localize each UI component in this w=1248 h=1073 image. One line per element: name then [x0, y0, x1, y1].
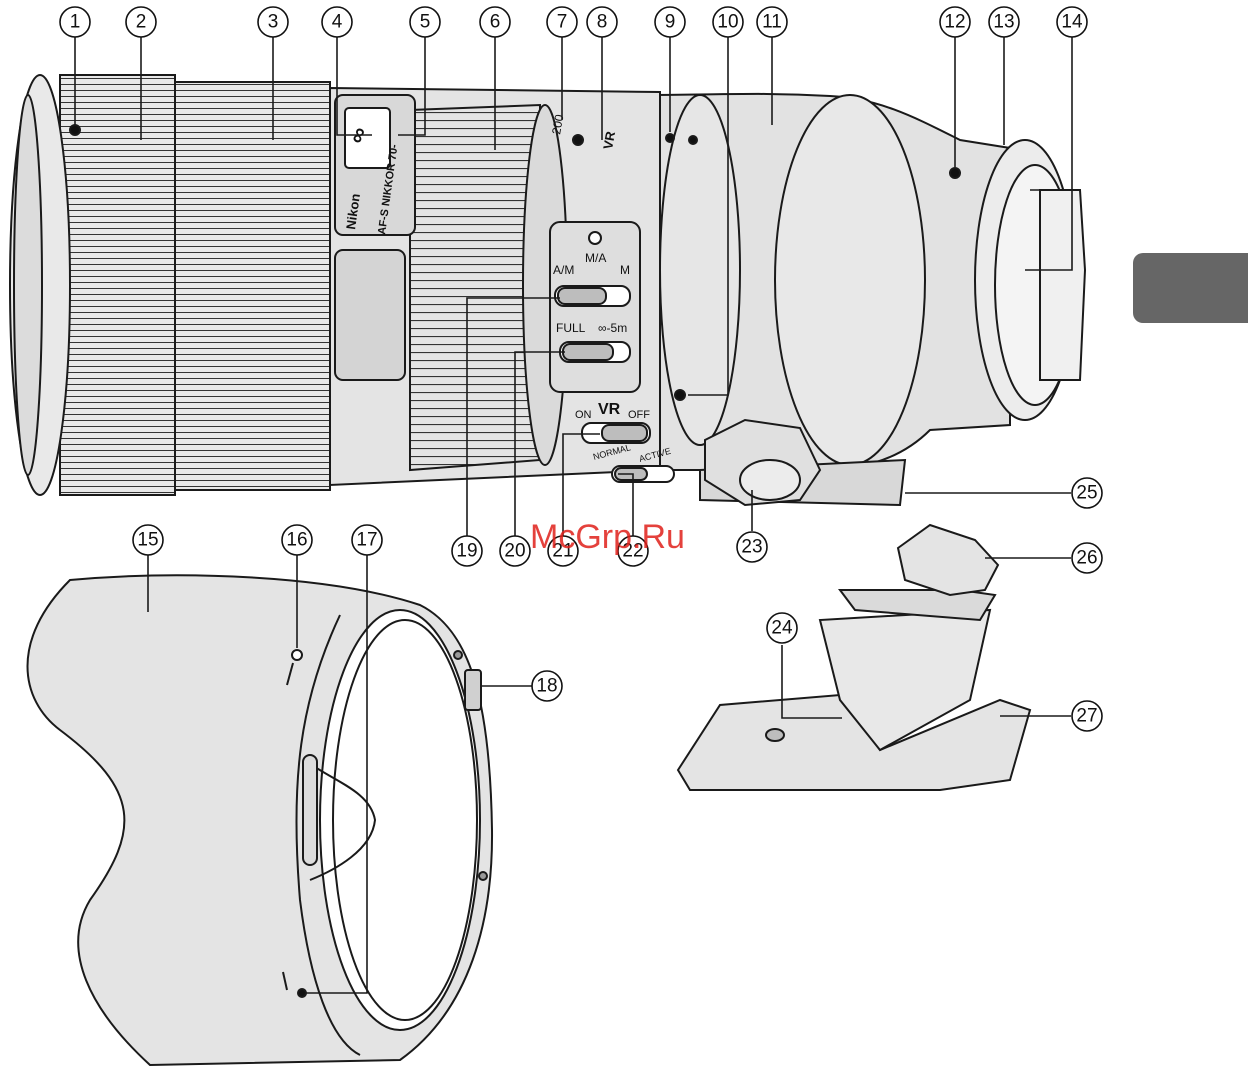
watermark-text: McGrp.Ru — [530, 518, 685, 556]
focus-limit-5m: ∞-5m — [598, 321, 627, 335]
svg-text:10: 10 — [717, 12, 738, 33]
svg-text:11: 11 — [762, 12, 782, 33]
svg-text:9: 9 — [665, 12, 676, 33]
callout-12: 12 — [940, 7, 970, 37]
callout-14: 14 — [1057, 7, 1087, 37]
callout-10: 10 — [713, 7, 743, 37]
lens-body — [10, 75, 1085, 505]
svg-text:6: 6 — [490, 12, 501, 33]
svg-text:8: 8 — [597, 12, 608, 33]
svg-text:18: 18 — [536, 676, 557, 697]
svg-text:3: 3 — [268, 12, 279, 33]
callout-5: 5 — [410, 7, 440, 37]
callout-19: 19 — [452, 536, 482, 566]
svg-text:13: 13 — [993, 12, 1014, 33]
callout-20: 20 — [500, 536, 530, 566]
callout-7: 7 — [547, 7, 577, 37]
svg-text:5: 5 — [420, 12, 431, 33]
callout-11: 11 — [757, 7, 787, 37]
callout-16: 16 — [282, 525, 312, 555]
svg-text:4: 4 — [332, 12, 343, 33]
callout-2: 2 — [126, 7, 156, 37]
focus-mode-ma: M/A — [585, 251, 606, 265]
callout-9: 9 — [655, 7, 685, 37]
vr-on-text: ON — [575, 409, 592, 421]
callout-8: 8 — [587, 7, 617, 37]
callout-26: 26 — [1072, 543, 1102, 573]
tripod-foot — [678, 525, 1030, 790]
callout-3: 3 — [258, 7, 288, 37]
vr-text: VR — [598, 401, 621, 418]
svg-text:2: 2 — [136, 12, 147, 33]
focus-limit-full: FULL — [556, 321, 586, 335]
svg-text:17: 17 — [356, 530, 377, 551]
focus-mode-am: A/M — [553, 263, 574, 277]
svg-text:1: 1 — [70, 12, 81, 33]
svg-text:12: 12 — [944, 12, 965, 33]
svg-text:15: 15 — [137, 530, 158, 551]
svg-text:20: 20 — [504, 541, 525, 562]
callout-6: 6 — [480, 7, 510, 37]
callout-1: 1 — [60, 7, 90, 37]
lens-hood — [28, 575, 493, 1065]
callout-17: 17 — [352, 525, 382, 555]
callout-23: 23 — [737, 532, 767, 562]
callout-25: 25 — [1072, 478, 1102, 508]
callout-15: 15 — [133, 525, 163, 555]
focus-mode-m: M — [620, 263, 630, 277]
vr-badge-text: VR — [600, 130, 618, 151]
svg-text:26: 26 — [1076, 548, 1097, 569]
svg-text:25: 25 — [1076, 483, 1097, 504]
callout-18: 18 — [532, 671, 562, 701]
svg-text:23: 23 — [741, 537, 762, 558]
callout-27: 27 — [1072, 701, 1102, 731]
svg-text:14: 14 — [1061, 12, 1083, 33]
vr-off-text: OFF — [628, 409, 650, 421]
svg-text:7: 7 — [557, 12, 568, 33]
svg-text:24: 24 — [771, 618, 793, 639]
svg-text:16: 16 — [286, 530, 307, 551]
callout-4: 4 — [322, 7, 352, 37]
svg-text:27: 27 — [1076, 706, 1097, 727]
callout-13: 13 — [989, 7, 1019, 37]
callout-24: 24 — [767, 613, 797, 643]
svg-text:19: 19 — [456, 541, 477, 562]
